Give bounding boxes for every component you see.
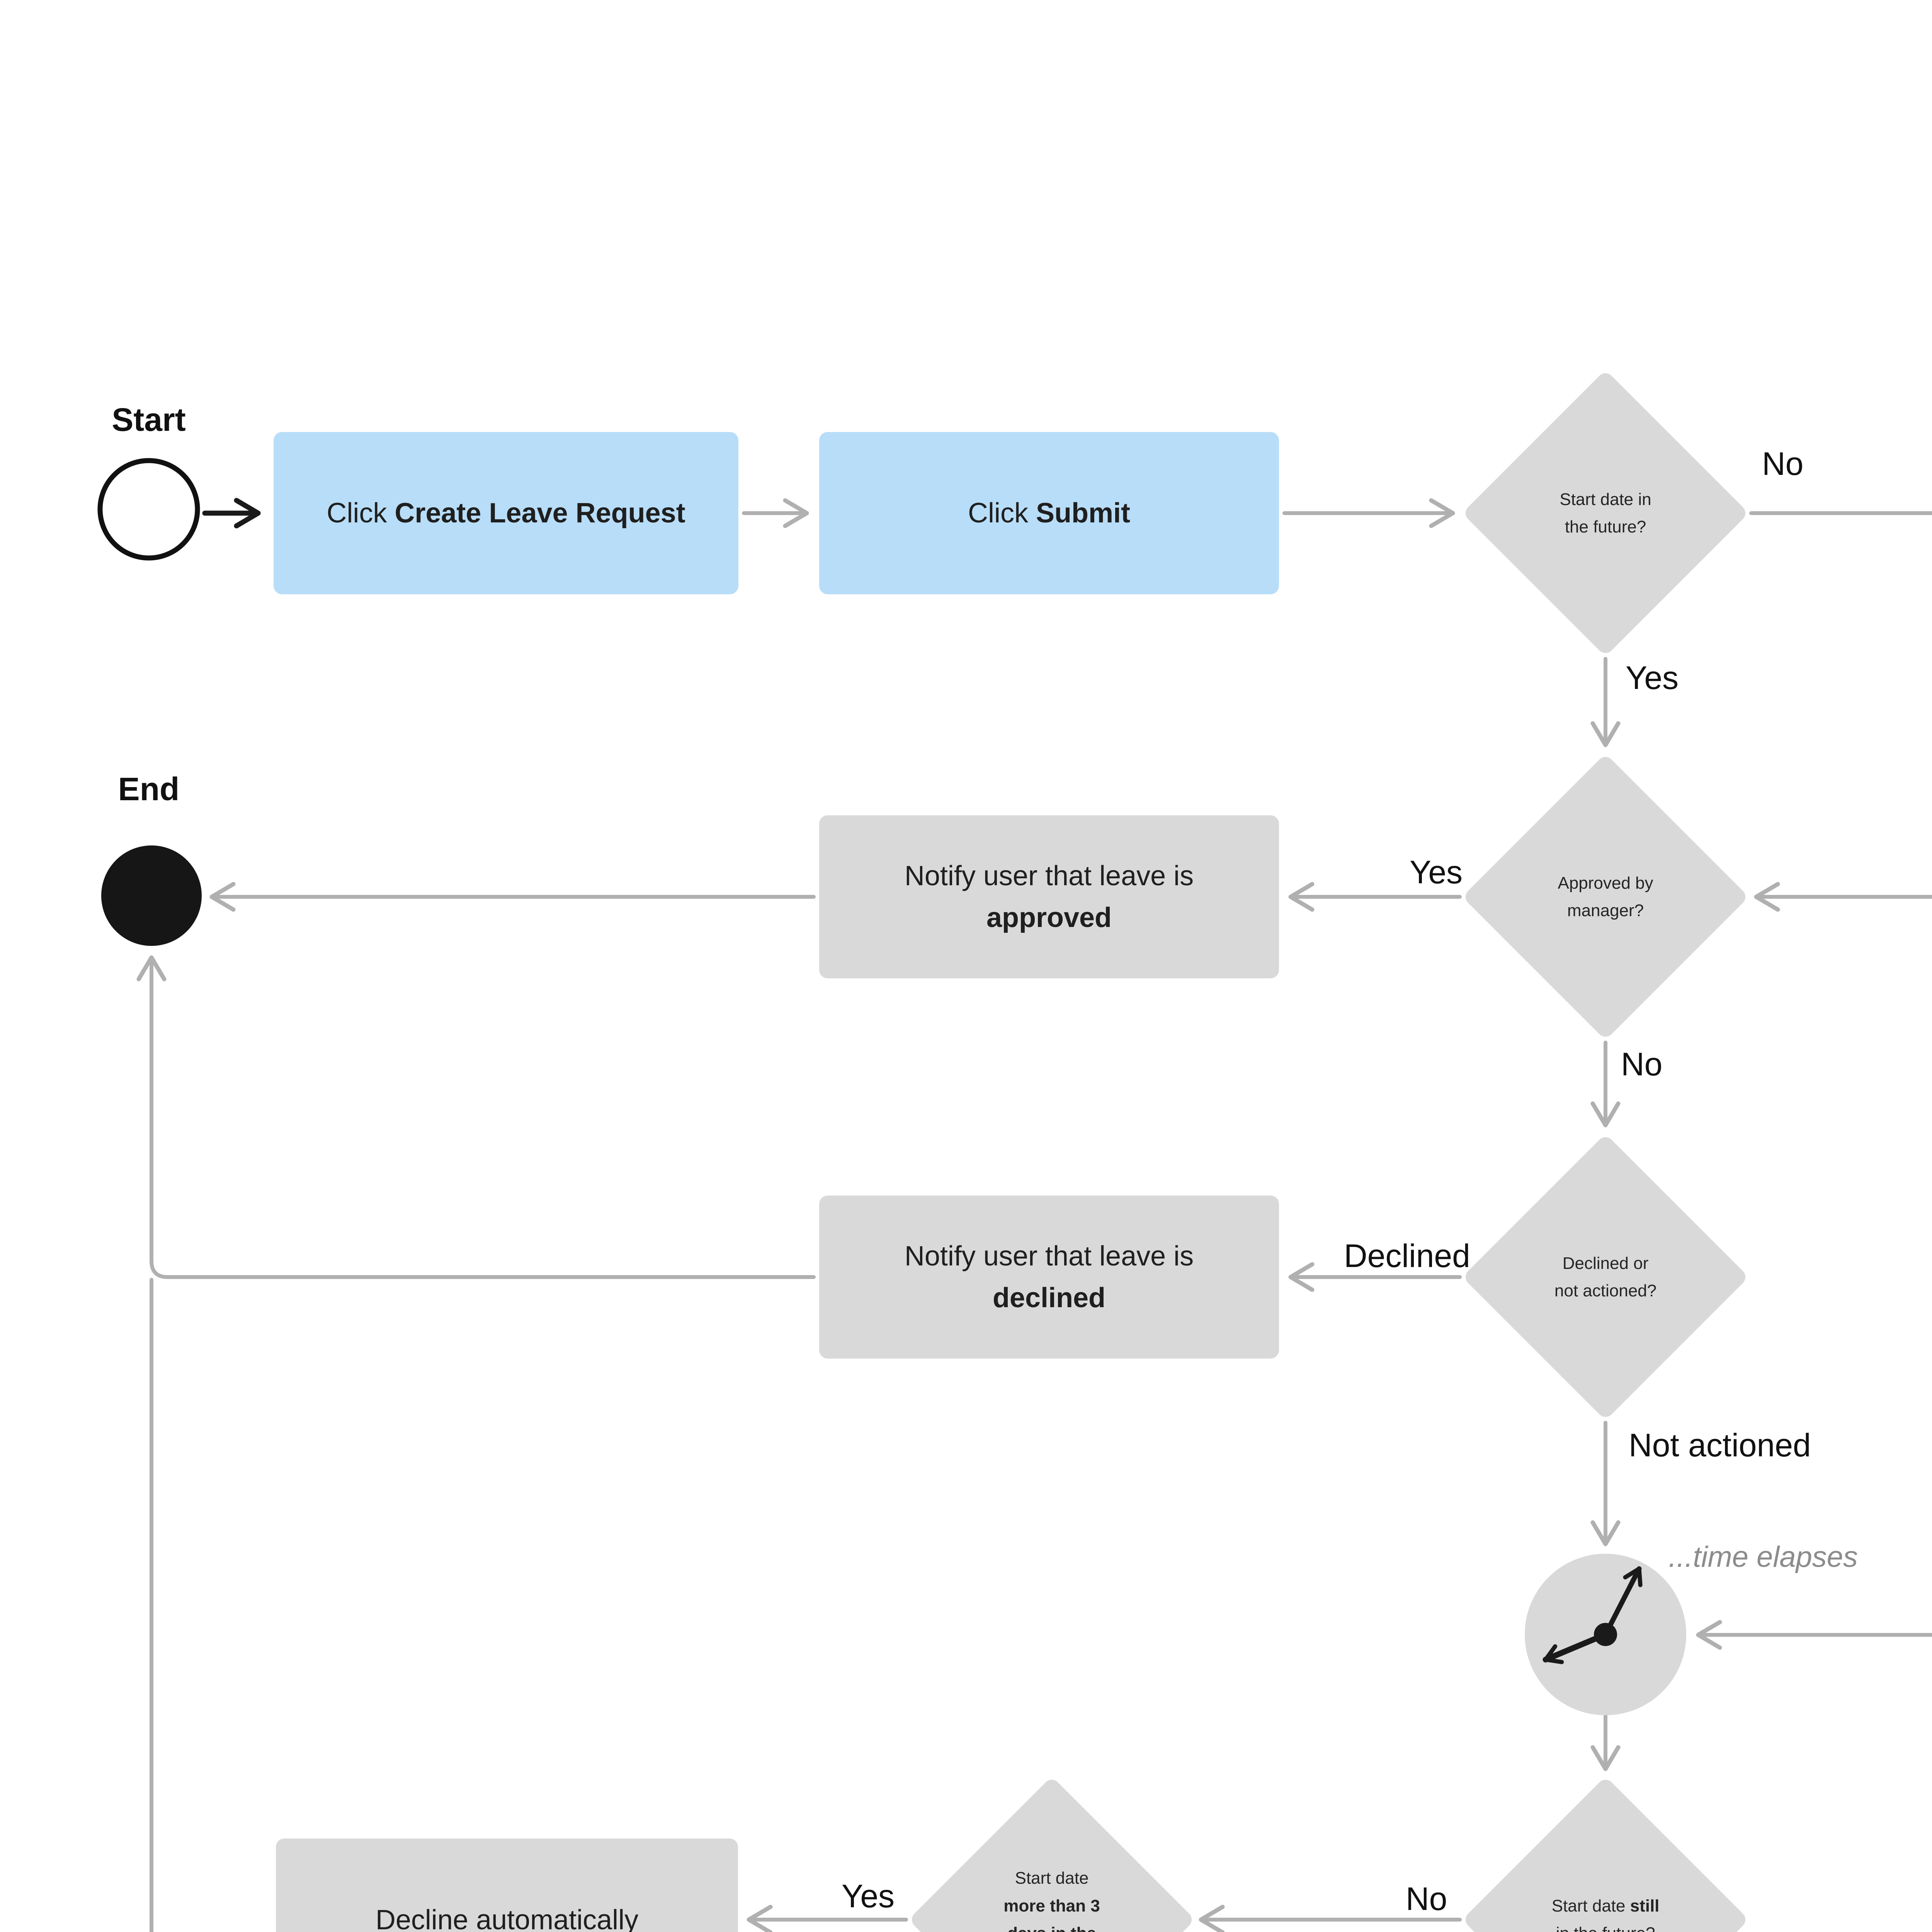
node-click-submit-text: Click Submit [968, 498, 1130, 529]
edge-notify-declined-to-end [136, 955, 816, 1279]
node-click-create-leave-request: Click Create Leave Request [274, 432, 738, 594]
diamond-declined-or-not-actioned [1466, 1137, 1745, 1417]
node-decline-automatically-text: Decline automatically [375, 1904, 639, 1932]
node-decline-automatically: Decline automatically [276, 1838, 738, 1932]
diamond-label-start-date-future: Start date in the future? [1560, 490, 1651, 536]
edge-label-startdate-no: No [1762, 446, 1804, 482]
clock-center-dot [1594, 1623, 1617, 1646]
node-click-create-text: Click Create Leave Request [327, 498, 685, 529]
start-circle [97, 458, 200, 561]
connectors [136, 498, 1932, 1932]
diamond-start-date-future [1466, 373, 1745, 653]
edge-label-declined: Declined [1344, 1238, 1470, 1274]
diamonds [912, 373, 1745, 1932]
time-elapses-label: ...time elapses [1668, 1541, 1858, 1573]
diamond-approved-by-manager [1466, 757, 1745, 1037]
end-circle [101, 845, 202, 946]
edge-email-to-approved-trunk [1842, 897, 1932, 1932]
edge-label-approved-yes: Yes [1410, 854, 1463, 890]
diamond-label-more-than-3-days-past: Start date more than 3 days in the past? [1003, 1869, 1100, 1932]
diamond-label-start-date-still-future: Start date still in the future? [1505, 1842, 1706, 1932]
edge-label-approved-no: No [1621, 1046, 1663, 1082]
end-label: End [118, 771, 180, 807]
clock-minute-hand [1603, 1566, 1643, 1637]
edge-label-still-no: No [1406, 1881, 1447, 1917]
node-click-submit: Click Submit [819, 432, 1279, 594]
diamond-still-line1: Start date still [1551, 1896, 1660, 1915]
diamond-label-declined-or-not-actioned: Declined or not actioned? [1554, 1253, 1657, 1300]
start-label: Start [112, 401, 186, 438]
diamond-start-date-still-future [1466, 1780, 1745, 1932]
clock-icon [1525, 1554, 1686, 1715]
edge-label-past-yes: Yes [842, 1878, 895, 1914]
edge-notification-to-end-trunk [150, 1278, 153, 1932]
diamond-label-approved-by-manager: Approved by manager? [1558, 873, 1653, 920]
diamond-more-than-3-days-past [912, 1780, 1192, 1932]
edge-label-startdate-yes: Yes [1626, 660, 1679, 696]
edge-label-not-actioned: Not actioned [1629, 1427, 1811, 1463]
edge-reminder-no-to-clock [1696, 1620, 1932, 1650]
edge-disclaimer-to-approved [1754, 882, 1932, 912]
